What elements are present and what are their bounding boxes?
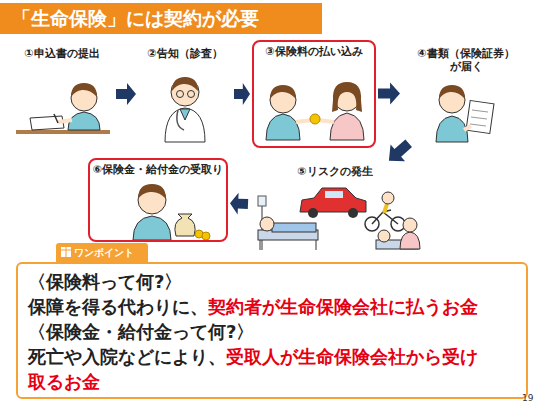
body: [68, 112, 100, 130]
slide-title: 「生命保険」には契約が必要: [12, 3, 322, 34]
wheel: [348, 208, 358, 218]
bed-leg: [316, 240, 317, 250]
step-label: ②告知（診査）: [138, 47, 232, 60]
car: [300, 188, 366, 212]
payment-figures: [266, 82, 364, 140]
arm: [318, 120, 334, 122]
hair: [172, 77, 198, 91]
hair: [138, 184, 166, 199]
risk-scenes: [258, 188, 420, 250]
applicant-figure: [16, 83, 110, 134]
step-label: ③保険料の払い込み: [254, 45, 374, 58]
paper-line: [471, 117, 487, 119]
process-step: ④書類（保険証券） が届く: [402, 44, 530, 142]
highlighted-step: ③保険料の払い込み: [252, 40, 376, 148]
coin: [310, 114, 320, 124]
head: [171, 78, 199, 106]
iv-bag: [258, 196, 266, 206]
question-heading: 〈保険金・給付金って何?〉: [28, 319, 516, 344]
patient-head: [260, 217, 274, 231]
title-band: 「生命保険」には契約が必要: [0, 3, 322, 34]
body: [436, 116, 468, 142]
body: [330, 113, 364, 140]
flow-arrow: [378, 83, 400, 105]
process-step: ①申込書の提出: [10, 44, 114, 144]
tab-icon-line: [66, 247, 67, 257]
car-window: [325, 191, 343, 198]
hair: [439, 85, 465, 99]
desk: [16, 130, 110, 134]
money-bag: [175, 214, 195, 236]
flow-arrow: [389, 140, 412, 162]
step-label: ⑤リスクの発生: [250, 165, 420, 178]
white-coat: [165, 108, 205, 142]
step-label: ①申込書の提出: [10, 47, 114, 60]
wheel: [308, 208, 318, 218]
glasses: [177, 91, 184, 98]
arm: [464, 126, 471, 130]
explanation-text: 保障を得る代わりに、: [28, 296, 208, 317]
step-label: ワンポイント: [74, 243, 148, 262]
process-step: ②告知（診査）: [138, 44, 232, 144]
rider-head: [382, 192, 394, 204]
document-figure: [436, 85, 494, 142]
bed-leg: [260, 240, 261, 250]
step-label: ⑥保険金・給付金の受取り: [90, 163, 226, 176]
rider-body: [384, 204, 387, 213]
body: [133, 216, 171, 240]
flow-arrow: [230, 193, 248, 215]
process-step: ⑤リスクの発生: [250, 162, 420, 254]
question-heading: 〈保険料って何?〉: [28, 269, 516, 294]
shirt: [180, 109, 190, 120]
flow-arrow: [234, 83, 250, 105]
page-number: 19: [522, 393, 533, 403]
step-label: ④書類（保険証券） が届く: [402, 47, 530, 73]
flow-arrow: [116, 83, 136, 105]
pen: [54, 114, 58, 123]
tab-icon: [61, 247, 71, 257]
highlighted-step: ⑥保険金・給付金の受取り: [88, 158, 228, 242]
stethoscope: [177, 110, 184, 130]
paper-line: [472, 110, 488, 112]
hair: [270, 85, 296, 99]
glasses: [188, 91, 195, 98]
doctor-figure: [165, 77, 205, 142]
paper-line: [470, 124, 486, 126]
patient-head: [378, 230, 390, 242]
blanket: [272, 223, 316, 232]
explanation-text: 死亡や入院などにより、: [28, 346, 226, 367]
receiver-figure: [133, 184, 210, 240]
hair: [71, 83, 97, 97]
body: [266, 114, 300, 140]
hair: [332, 82, 362, 112]
onepoint-box: 〈保険料って何?〉保障を得る代わりに、契約者が生命保険会社に払うお金〈保険金・給…: [16, 262, 528, 399]
highlight-text: 契約者が生命保険会社に払うお金: [208, 296, 478, 317]
visitor-body: [400, 232, 420, 249]
visitor-head: [403, 218, 417, 232]
arm: [58, 120, 72, 122]
coin: [202, 232, 210, 240]
